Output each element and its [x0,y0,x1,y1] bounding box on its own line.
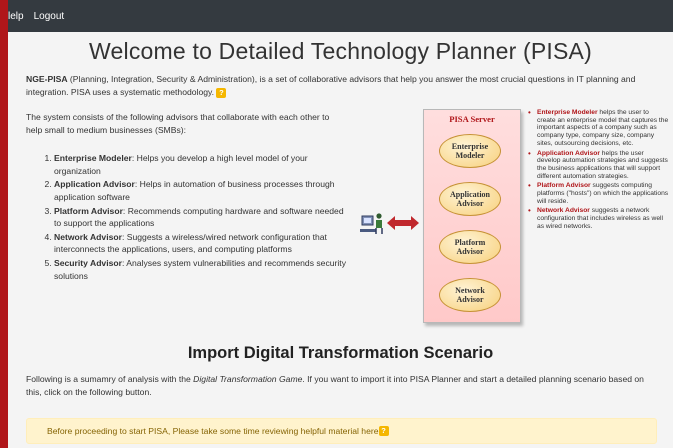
list-item: Enterprise Modeler helps the user to cre… [527,109,669,148]
module-descriptions: Enterprise Modeler helps the user to cre… [527,109,669,233]
top-navbar: lelp Logout [8,0,673,32]
module-label: Network [455,286,485,295]
description-text: suggests a network configuration that in… [537,207,664,230]
help-icon[interactable]: ? [216,87,227,98]
module-label: Advisor [456,199,484,208]
advisor-list: Enterprise Modeler: Helps you develop a … [26,152,346,282]
import-text-b: . If you want to import it into PISA Pla… [26,374,644,397]
list-item: Security Advisor: Analyses system vulner… [54,257,346,282]
list-item: Network Advisor suggests a network confi… [527,207,669,230]
list-item: Enterprise Modeler: Helps you develop a … [54,152,346,177]
advisor-text: : Helps in automation of business proces… [54,179,335,202]
alert-text: Before proceeding to start PISA, Please … [47,426,379,436]
import-section-title: Import Digital Transformation Scenario [187,344,494,362]
description-name: Network Advisor [537,207,590,215]
module-label: Enterprise [451,142,489,151]
advisor-name: Network Advisor [54,231,122,242]
advisor-text: : Recommends computing hardware and soft… [54,205,344,229]
page: lelp Logout Welcome to Detailed Technolo… [8,0,673,448]
advisor-text: : Helps you develop a high level model o… [54,153,308,176]
description-name: Enterprise Modeler [537,109,598,116]
module-label: Modeler [455,151,485,160]
list-item: Platform Advisor: Recommends computing h… [54,205,346,230]
review-material-alert: Before proceeding to start PISA, Please … [26,418,657,444]
advisor-name: Security Advisor [54,257,122,268]
advisor-name: Application Advisor [54,179,135,190]
list-item: Platform Advisor suggests computing plat… [527,182,669,205]
user-workstation-icon [360,213,383,234]
module-label: Advisor [456,295,484,304]
description-text: helps the user to create an enterprise m… [537,109,669,147]
module-label: Advisor [456,247,484,256]
advisor-text: : Suggests a wireless/wired network conf… [54,231,327,255]
advisor-overview: The system consists of the following adv… [26,111,346,283]
help-icon[interactable]: ? [378,426,389,436]
advisor-text: : Analyses system vulnerabilities and re… [54,257,346,281]
intro-paragraph: NGE-PISA (Planning, Integration, Securit… [26,73,655,99]
list-item: Network Advisor: Suggests a wireless/wir… [54,231,346,256]
game-name: Digital Transformation Game [193,374,303,384]
intro-text: (Planning, Integration, Security & Admin… [26,74,636,97]
overview-row: The system consists of the following adv… [8,99,673,329]
bidirectional-arrow-icon [387,216,419,230]
import-section-text: Following is a sumamry of analysis with … [26,373,656,399]
module-label: Platform [454,238,486,247]
brand-name: NGE-PISA [26,74,68,84]
list-item: Application Advisor: Helps in automation… [54,178,346,203]
module-label: Application [449,190,490,199]
page-title: Welcome to Detailed Technology Planner (… [89,38,592,64]
advisor-name: Platform Advisor [54,205,123,216]
description-name: Application Advisor [537,149,600,157]
nav-logout-link[interactable]: Logout [33,10,65,22]
import-text-a: Following is a sumamry of analysis with … [26,374,194,384]
nav-help-link[interactable]: lelp [8,10,24,22]
advisor-name: Enterprise Modeler [54,153,132,164]
system-lead: The system consists of the following adv… [26,112,330,135]
description-text: helps the user develop automation strate… [537,149,668,180]
description-text: suggests computing platforms ("hosts") o… [537,182,669,205]
description-name: Platform Advisor [537,182,591,190]
server-title: PISA Server [449,114,495,124]
list-item: Application Advisor helps the user devel… [527,150,669,181]
